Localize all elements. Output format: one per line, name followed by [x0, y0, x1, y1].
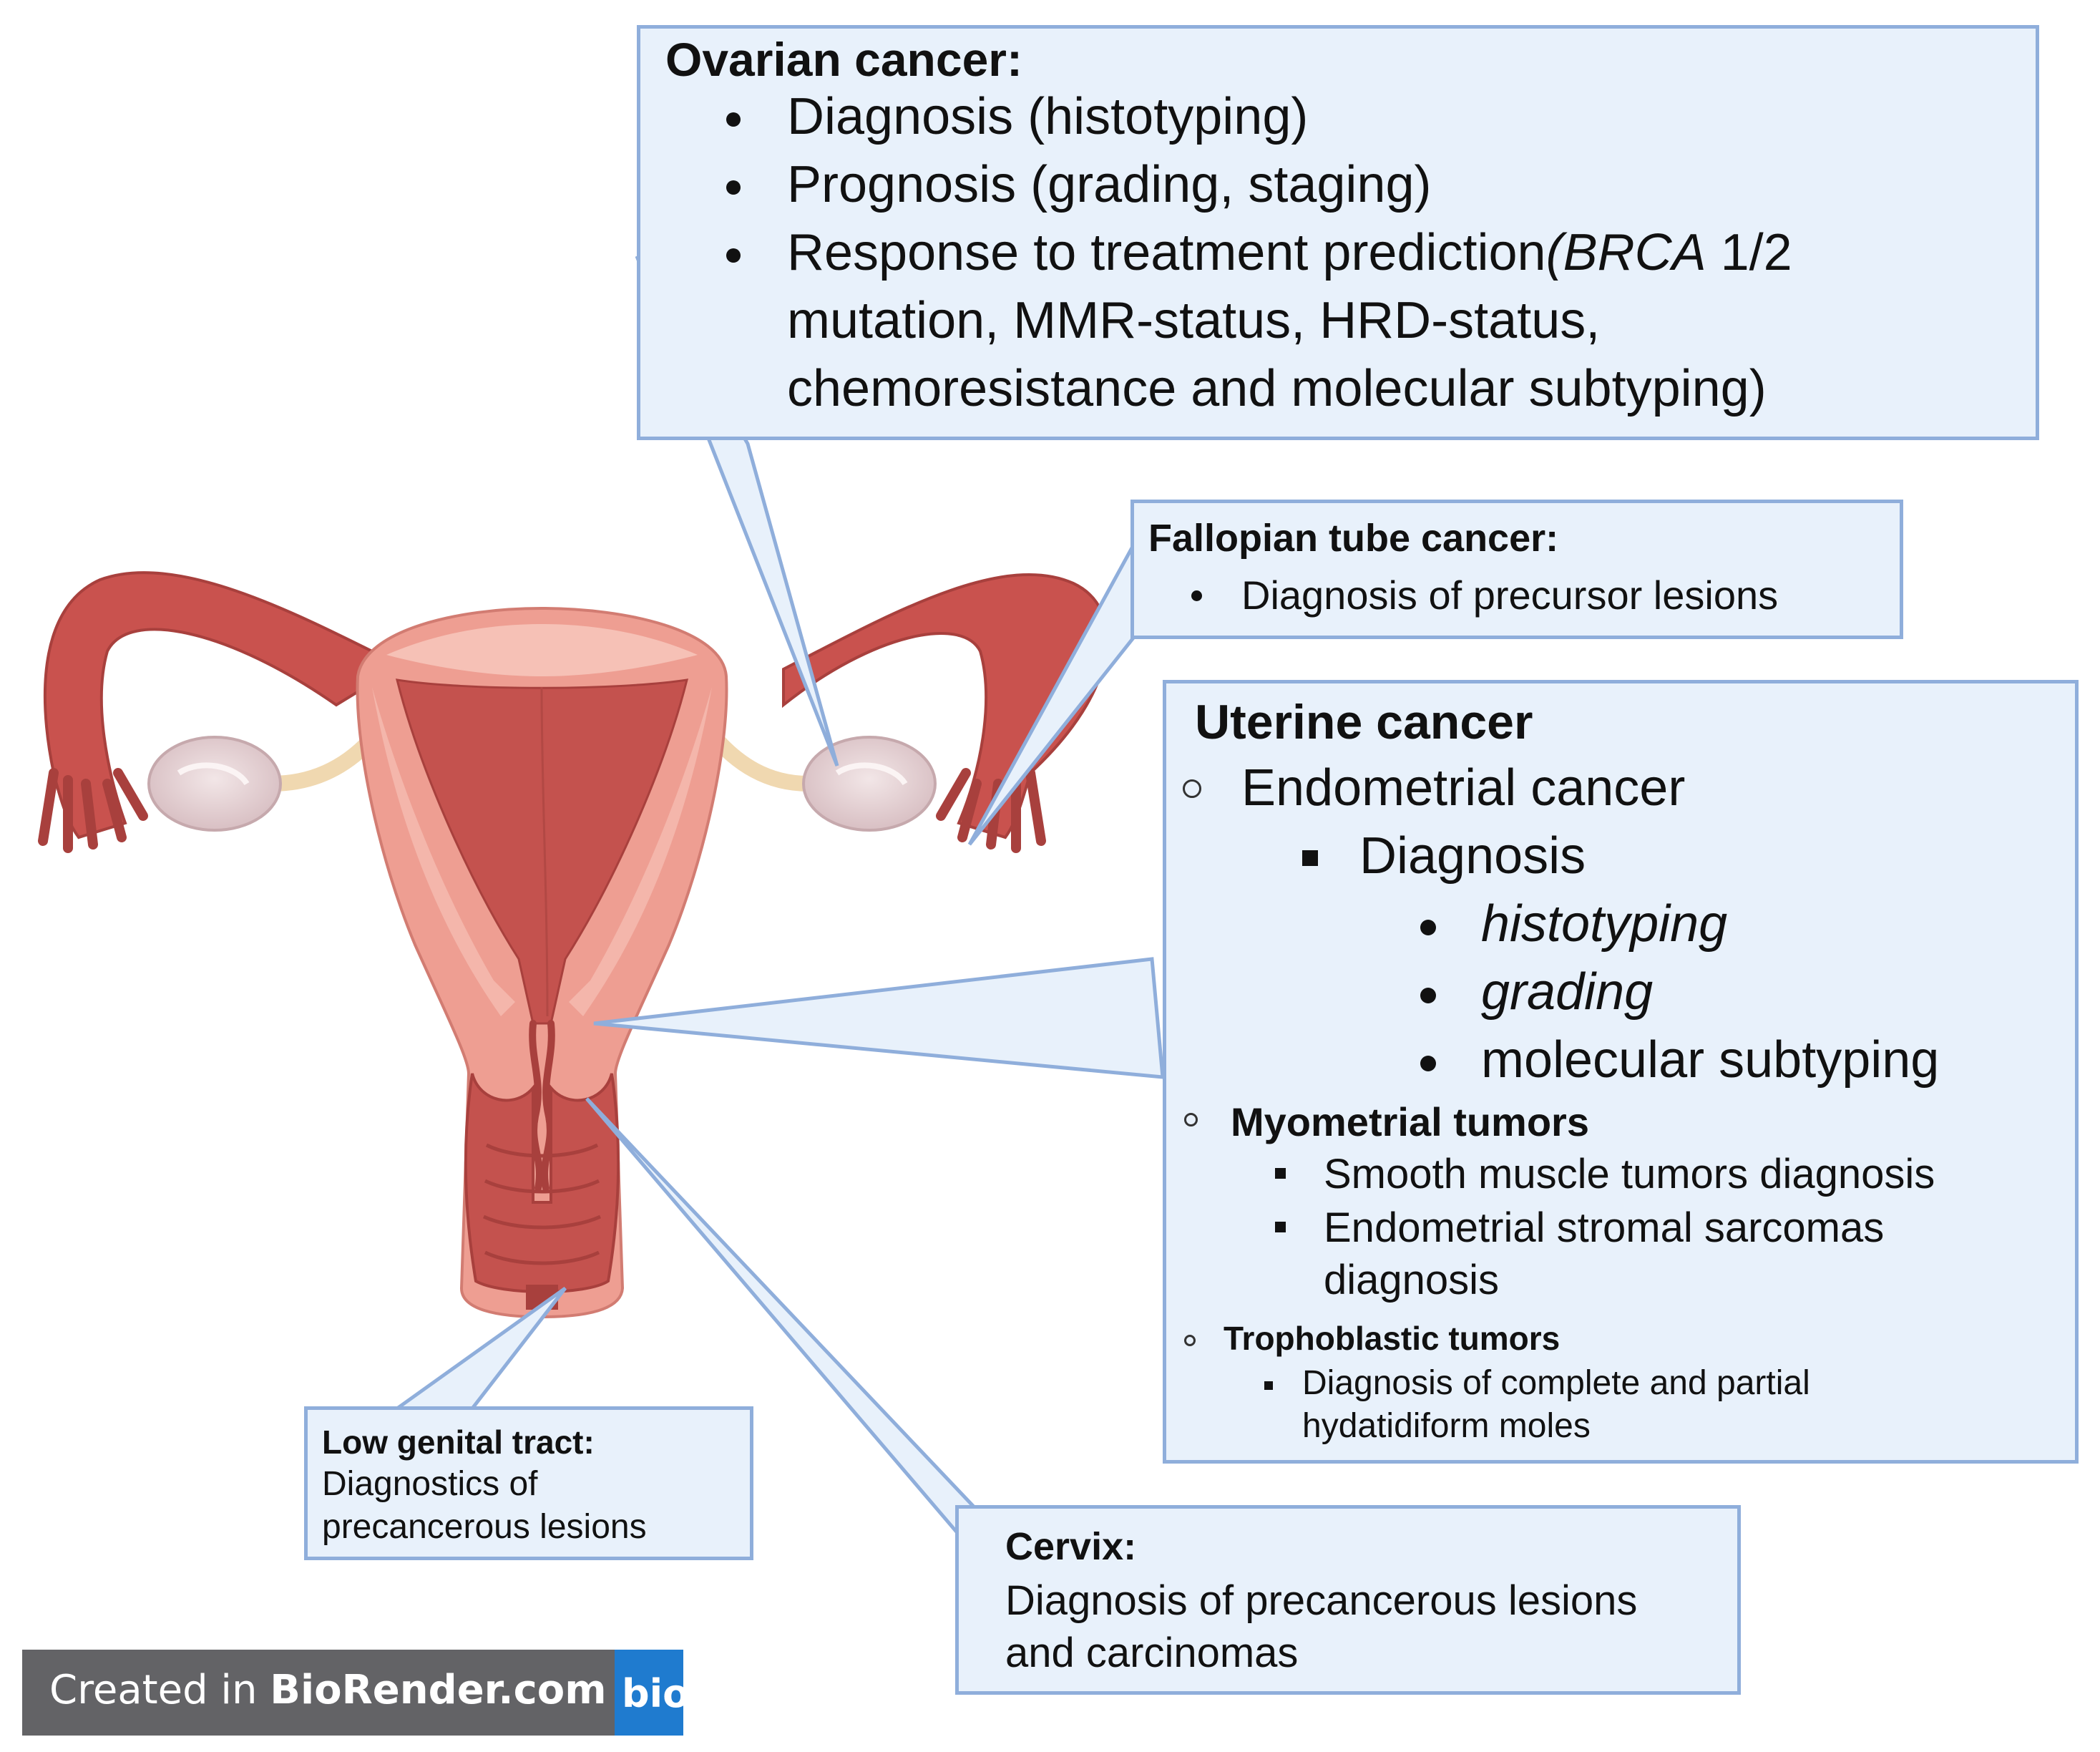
ovarian-item-prognosis: Prognosis (grading, staging) — [787, 156, 1432, 213]
bullet-dot — [1420, 1056, 1436, 1071]
cervix-vagina — [464, 1073, 620, 1293]
bullet-dot — [726, 112, 741, 127]
low-genital-line1: Diagnostics of — [322, 1465, 538, 1503]
left-fallopian-tube — [43, 571, 404, 840]
ovarian-title: Ovarian cancer: — [665, 33, 1022, 86]
response-text: Response to treatment prediction — [787, 224, 1546, 281]
bullet-dot — [726, 180, 741, 195]
uterine-callout: Uterine cancer Endometrial cancer Diagno… — [1163, 680, 2079, 1464]
ovarian-callout: Ovarian cancer: Diagnosis (histotyping) … — [637, 25, 2039, 440]
bullet-square — [1275, 1168, 1286, 1179]
uterine-title: Uterine cancer — [1195, 695, 1533, 749]
cervix-callout: Cervix: Diagnosis of precancerous lesion… — [955, 1505, 1741, 1695]
myometrial-tumors: Myometrial tumors — [1231, 1099, 1589, 1144]
biorender-badge[interactable]: Created in BioRender.com bio — [22, 1650, 689, 1736]
bullet-ring — [1183, 779, 1201, 798]
ovarian-item-response: Response to treatment prediction(BRCA 1/… — [787, 223, 1792, 282]
bullet-ring — [1184, 1335, 1196, 1346]
bullet-dot — [726, 248, 741, 263]
badge-brand: BioRender.com — [270, 1667, 607, 1713]
biorender-logo: bio — [615, 1650, 689, 1736]
ovarian-item-diagnosis: Diagnosis (histotyping) — [787, 88, 1309, 145]
molecular-subtyping: molecular subtyping — [1481, 1031, 1940, 1089]
stromal-sarcomas-line2: diagnosis — [1324, 1257, 1500, 1303]
cervix-line2: and carcinomas — [1005, 1630, 1299, 1676]
grading: grading — [1481, 963, 1654, 1021]
bullet-square — [1302, 850, 1318, 866]
bullet-ring — [1184, 1113, 1198, 1126]
smooth-muscle-diagnosis: Smooth muscle tumors diagnosis — [1324, 1151, 1935, 1197]
cervix-title: Cervix: — [1005, 1525, 1137, 1568]
bullet-square — [1275, 1222, 1286, 1232]
ovarian-item-response-line2: mutation, MMR-status, HRD-status, — [787, 292, 1601, 349]
trophoblastic-tumors: Trophoblastic tumors — [1224, 1320, 1561, 1357]
uterine-cavity — [395, 678, 689, 1025]
left-ovary — [147, 736, 282, 832]
right-ovary — [802, 736, 937, 832]
hydatidiform-moles-line1: Diagnosis of complete and partial — [1302, 1364, 1810, 1402]
endometrial-cancer: Endometrial cancer — [1241, 759, 1686, 817]
bullet-square — [1264, 1381, 1273, 1390]
badge-text: Created in BioRender.com — [49, 1667, 607, 1713]
ovarian-item-response-line3: chemoresistance and molecular subtyping) — [787, 360, 1767, 417]
uterine-pointer — [593, 957, 1165, 1079]
stromal-sarcomas-line1: Endometrial stromal sarcomas — [1324, 1204, 1885, 1251]
biorender-logo-text: bio — [622, 1671, 690, 1716]
low-genital-callout: Low genital tract: Diagnostics of precan… — [304, 1406, 753, 1560]
low-genital-line2: precancerous lesions — [322, 1508, 647, 1546]
brca-number: 1/2 — [1706, 224, 1792, 281]
bullet-dot — [1420, 920, 1436, 935]
endometrial-diagnosis: Diagnosis — [1359, 827, 1586, 885]
cervix-line1: Diagnosis of precancerous lesions — [1005, 1577, 1638, 1624]
histotyping: histotyping — [1481, 895, 1728, 953]
bullet-dot — [1420, 988, 1436, 1003]
hydatidiform-moles-line2: hydatidiform moles — [1302, 1407, 1591, 1445]
low-genital-title: Low genital tract: — [322, 1424, 595, 1461]
brca-text: (BRCA — [1545, 224, 1706, 281]
bullet-dot — [1191, 590, 1202, 601]
fallopian-callout: Fallopian tube cancer: Diagnosis of prec… — [1130, 500, 1903, 639]
fallopian-title: Fallopian tube cancer: — [1148, 517, 1559, 560]
badge-prefix: Created in — [49, 1667, 270, 1713]
fallopian-item: Diagnosis of precursor lesions — [1241, 573, 1779, 618]
